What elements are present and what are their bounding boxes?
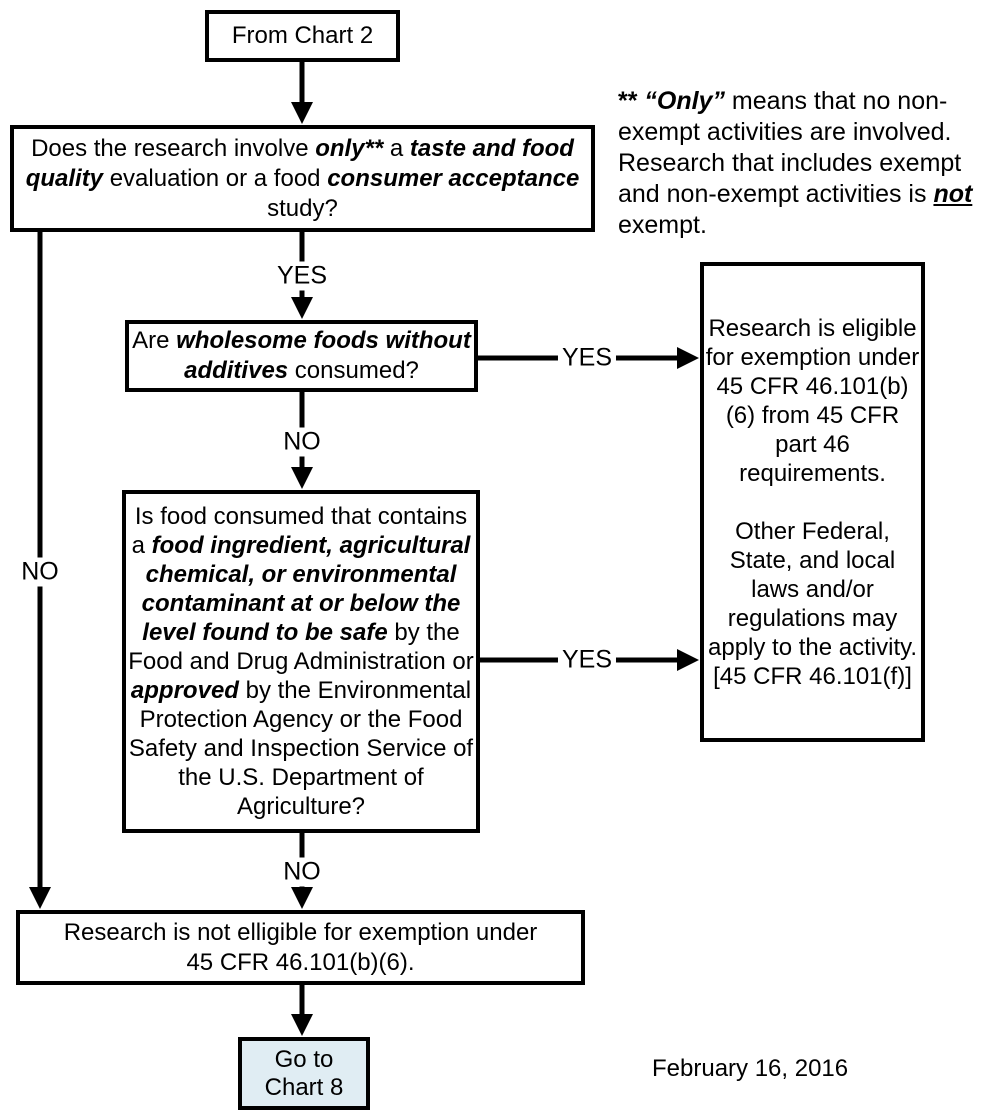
arrow-noteligible-to-goto	[291, 985, 313, 1036]
result-eligible-paragraph-2: Other Federal, State, and local laws and…	[708, 517, 917, 690]
question-food-ingredient-safety: Is food consumed that contains a food in…	[122, 490, 480, 833]
arrowhead-down-icon	[29, 887, 51, 909]
result-not-eligible-text: Research is not elligible for exemption …	[63, 918, 538, 976]
goto-chart-8-line1: Go to	[274, 1045, 334, 1073]
start-node-from-chart-2: From Chart 2	[205, 10, 400, 62]
note-only-definition: ** “Only” means that no non-exempt activ…	[618, 86, 998, 241]
result-not-eligible-box: Research is not elligible for exemption …	[16, 910, 585, 985]
arrowhead-right-icon	[677, 649, 699, 671]
note-only-definition-text: ** “Only” means that no non-exempt activ…	[618, 87, 973, 239]
question-taste-food-quality: Does the research involve only** a taste…	[10, 125, 595, 232]
arrowhead-down-icon	[291, 1014, 313, 1036]
label-no-q1-left-branch: NO	[17, 557, 63, 587]
start-node-label: From Chart 2	[231, 22, 374, 49]
arrowhead-down-icon	[291, 102, 313, 124]
goto-chart-8-line2: Chart 8	[264, 1073, 344, 1101]
result-eligible-box: Research is eligible for exemption under…	[700, 262, 925, 742]
result-eligible-paragraph-1: Research is eligible for exemption under…	[705, 314, 920, 487]
goto-chart-8-node: Go to Chart 8	[238, 1037, 370, 1110]
arrowhead-right-icon	[677, 347, 699, 369]
label-yes-q3-to-eligible: YES	[557, 645, 617, 675]
arrowhead-down-icon	[291, 297, 313, 319]
arrow-start-to-q1	[291, 62, 313, 124]
question-wholesome-foods-text: Are wholesome foods without additives co…	[132, 327, 471, 384]
question-taste-food-quality-text: Does the research involve only** a taste…	[25, 134, 580, 222]
question-food-ingredient-safety-text: Is food consumed that contains a food in…	[128, 503, 474, 820]
label-no-q2-to-q3: NO	[279, 427, 325, 457]
date-label: February 16, 2016	[652, 1055, 849, 1082]
label-yes-q1-to-q2: YES	[272, 261, 332, 291]
label-yes-q2-to-eligible: YES	[557, 343, 617, 373]
arrowhead-down-icon	[291, 467, 313, 489]
question-wholesome-foods: Are wholesome foods without additives co…	[125, 320, 478, 392]
arrowhead-down-icon	[291, 887, 313, 909]
label-no-q3-to-noteligible: NO	[279, 857, 325, 887]
